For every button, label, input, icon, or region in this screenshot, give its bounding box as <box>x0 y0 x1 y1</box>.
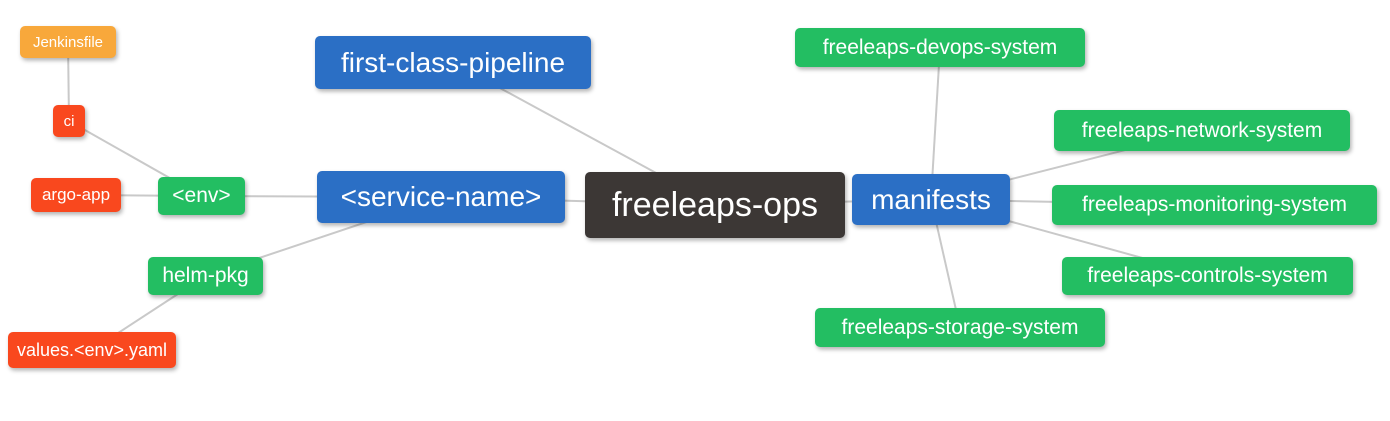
node-ci[interactable]: ci <box>53 105 85 137</box>
node-freeleaps-monitoring-system[interactable]: freeleaps-monitoring-system <box>1052 185 1377 225</box>
node-freeleaps-network-system[interactable]: freeleaps-network-system <box>1054 110 1350 151</box>
node-env[interactable]: <env> <box>158 177 245 215</box>
node-argo-app[interactable]: argo-app <box>31 178 121 212</box>
node-jenkinsfile[interactable]: Jenkinsfile <box>20 26 116 58</box>
node-freeleaps-devops-system[interactable]: freeleaps-devops-system <box>795 28 1085 67</box>
node-values-env-yaml[interactable]: values.<env>.yaml <box>8 332 176 368</box>
node-first-class-pipeline[interactable]: first-class-pipeline <box>315 36 591 89</box>
node-manifests[interactable]: manifests <box>852 174 1010 225</box>
node-service-name[interactable]: <service-name> <box>317 171 565 223</box>
node-freeleaps-storage-system[interactable]: freeleaps-storage-system <box>815 308 1105 347</box>
node-helm-pkg[interactable]: helm-pkg <box>148 257 263 295</box>
node-freeleaps-ops[interactable]: freeleaps-ops <box>585 172 845 238</box>
node-freeleaps-controls-system[interactable]: freeleaps-controls-system <box>1062 257 1353 295</box>
